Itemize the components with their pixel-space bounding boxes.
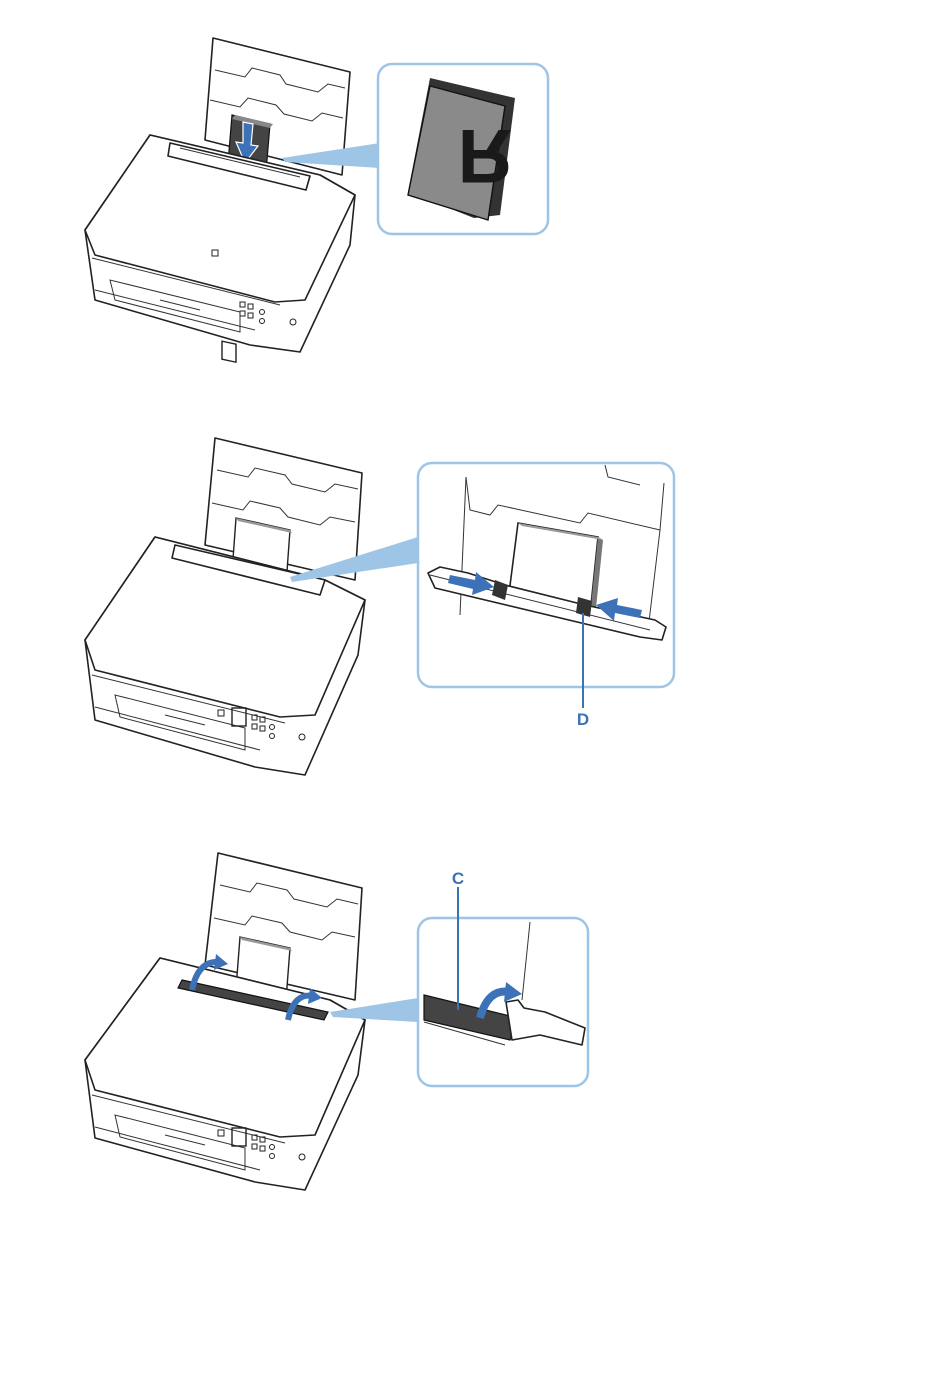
callout-label-d: D bbox=[577, 710, 589, 729]
zoom-callout: R bbox=[378, 64, 548, 234]
figure-close-cover-svg: C bbox=[0, 840, 950, 1220]
figure-adjust-guides-svg: D bbox=[0, 425, 950, 795]
paper-letter-mirrored: R bbox=[458, 113, 513, 198]
figure-load-paper: R bbox=[0, 0, 950, 380]
zoom-callout bbox=[418, 918, 588, 1086]
callout-label-c: C bbox=[452, 869, 464, 888]
figure-close-cover: C bbox=[0, 840, 950, 1220]
figure-adjust-guides: D bbox=[0, 425, 950, 795]
figure-load-paper-svg: R bbox=[0, 0, 950, 380]
zoom-callout bbox=[418, 463, 674, 687]
